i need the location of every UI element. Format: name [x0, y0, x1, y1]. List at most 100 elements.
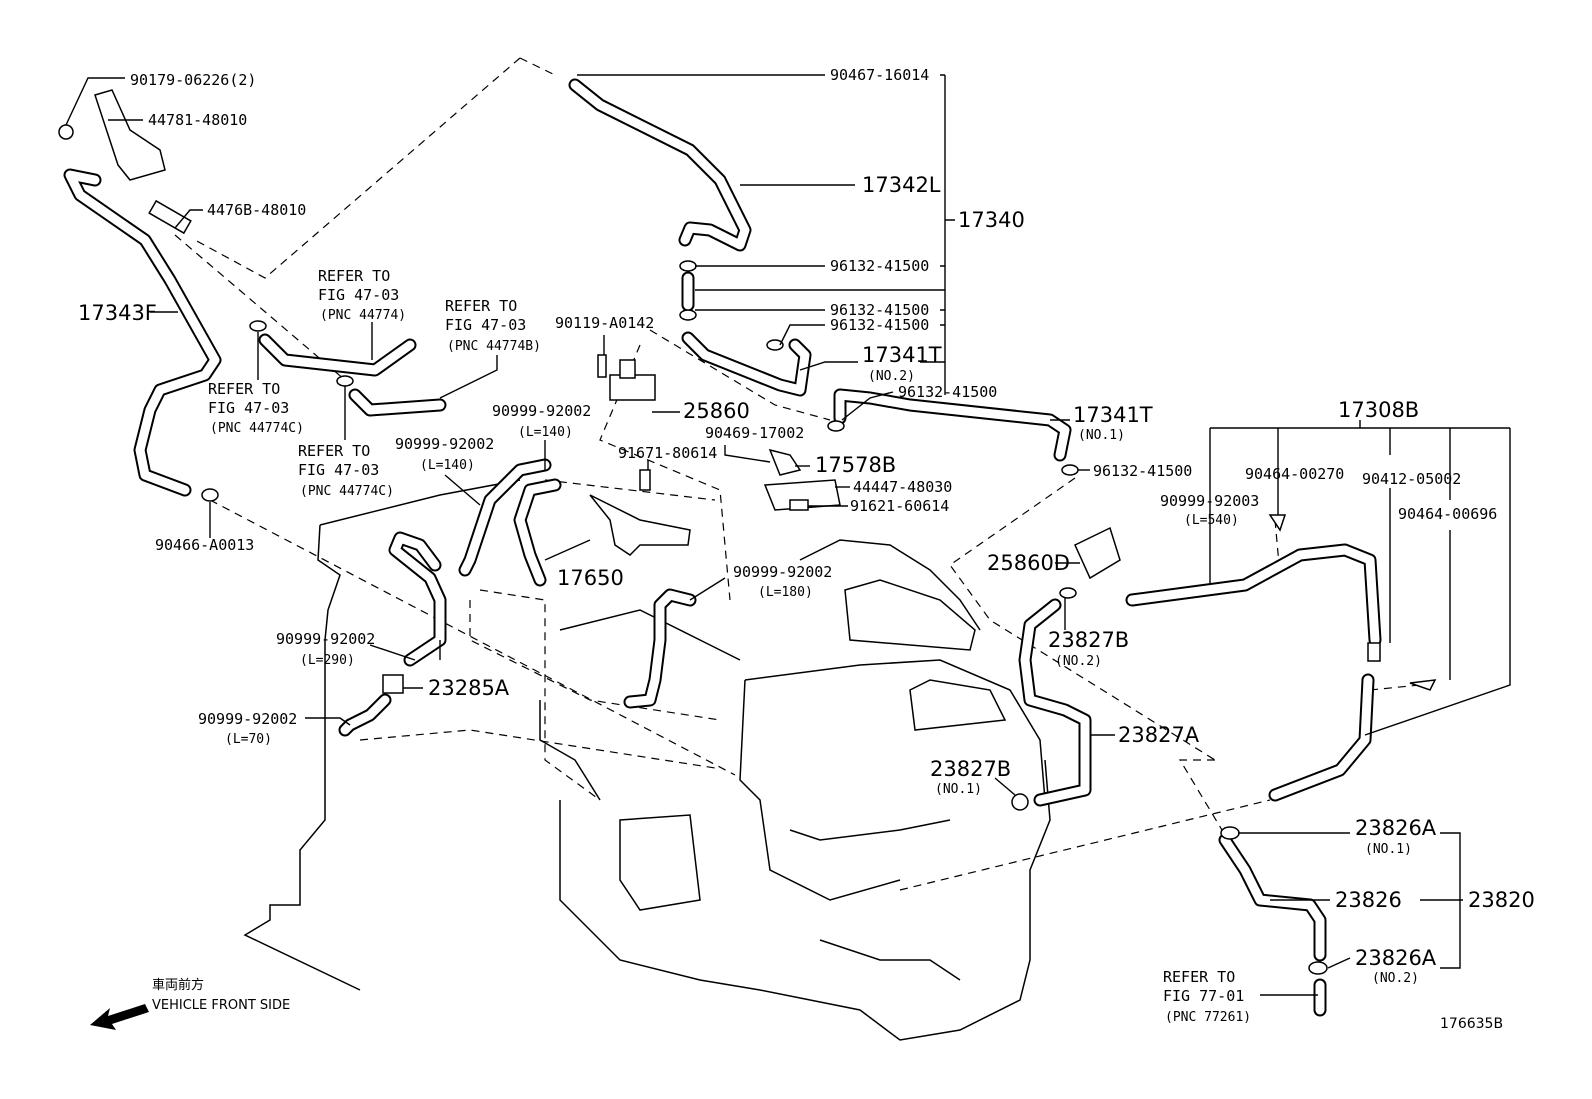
ref-5-line1: REFER TO [1163, 968, 1235, 986]
hose-23827A-inner [1020, 600, 1090, 805]
clamp-90466 [201, 488, 219, 502]
label-90412-05002: 90412-05002 [1362, 470, 1461, 488]
small-parts [58, 89, 1437, 975]
label-17650: 17650 [557, 566, 624, 590]
clamp-23826A-no1 [1220, 826, 1240, 840]
clamp-96132 [679, 260, 697, 272]
hose-23826-inner [1220, 835, 1325, 960]
connector-90412 [1367, 642, 1381, 662]
vsv-25860D [1074, 526, 1121, 580]
label-23826A-no1: 23826A [1355, 816, 1437, 840]
vehicle-front-arrow-icon [90, 1004, 149, 1030]
label-17578B: 17578B [815, 453, 896, 477]
label-length: (L=290) [300, 653, 355, 668]
bolt-91621 [789, 499, 809, 511]
ref-1-line2: FIG 47-03 [318, 286, 399, 304]
clamp-96132 [1061, 464, 1079, 476]
ref-1-line3: (PNC 44774) [320, 308, 406, 323]
hose-44774-inner [260, 335, 415, 375]
label-length: (L=70) [225, 732, 272, 747]
hose-L140-a-inner [460, 460, 550, 575]
label-17341T-no2: 17341T [862, 343, 942, 367]
label-4476B-48010: 4476B-48010 [207, 201, 306, 219]
label-23826A-no2-note: (NO.2) [1372, 971, 1419, 986]
label-90999-92002: 90999-92002 [198, 710, 297, 728]
label-17340: 17340 [958, 208, 1025, 232]
label-17341T-no1-note: (NO.1) [1078, 428, 1125, 443]
label-23827B-no1-note: (NO.1) [935, 782, 982, 797]
figure-id: 176635B [1440, 1016, 1503, 1032]
hose-L140-b-inner [515, 480, 560, 585]
clamp-23827B-no2 [1059, 587, 1077, 599]
vsv-25860 [609, 374, 656, 401]
ref-5-line2: FIG 77-01 [1163, 987, 1244, 1005]
leader-lines [65, 74, 1511, 996]
label-25860: 25860 [683, 399, 750, 423]
hose-L540-inner [1127, 545, 1380, 645]
bracket-17650 [589, 494, 691, 556]
ref-2-line1: REFER TO [445, 297, 517, 315]
label-91621-60614: 91621-60614 [850, 497, 949, 515]
ref-4-line3: (PNC 44774C) [300, 484, 394, 499]
hose-17342L-inner [570, 80, 750, 250]
label-23826A-no2: 23826A [1355, 946, 1437, 970]
label-96132-41500: 96132-41500 [830, 301, 929, 319]
label-length: (L=140) [420, 458, 475, 473]
ref-3-line1: REFER TO [208, 380, 280, 398]
label-96132-41500: 96132-41500 [830, 257, 929, 275]
hoses [63, 78, 1382, 1017]
label-23827A: 23827A [1118, 723, 1200, 747]
label-23827B-no1: 23827B [930, 757, 1011, 781]
label-91671-80614: 91671-80614 [618, 444, 717, 462]
clamp-23826A-no2 [1308, 961, 1328, 975]
part-labels: 90179-06226(2) 44781-48010 4476B-48010 1… [78, 66, 1535, 1032]
label-90464-00270: 90464-00270 [1245, 465, 1344, 483]
label-90467-16014: 90467-16014 [830, 66, 929, 84]
clamp-23827B-no1 [1011, 793, 1029, 811]
label-23827B-no2-note: (NO.2) [1055, 654, 1102, 669]
label-44781-48010: 44781-48010 [148, 111, 247, 129]
label-23820: 23820 [1468, 888, 1535, 912]
vehicle-front-en: VEHICLE FRONT SIDE [152, 998, 290, 1013]
ref-4-line2: FIG 47-03 [298, 461, 379, 479]
vehicle-front-jp: 車両前方 [152, 977, 204, 993]
clamp-96132 [827, 420, 845, 432]
label-length: (L=540) [1184, 513, 1239, 528]
guide-lines [174, 57, 1421, 891]
clip-90179 [58, 124, 74, 140]
hose-L70-inner [340, 695, 390, 735]
filter-23285A [382, 674, 404, 694]
label-90179-06226: 90179-06226(2) [130, 71, 256, 89]
clamp [249, 320, 267, 332]
label-23285A: 23285A [428, 676, 510, 700]
ref-4-line1: REFER TO [298, 442, 370, 460]
label-90119-A0142: 90119-A0142 [555, 314, 654, 332]
label-90464-00696: 90464-00696 [1398, 505, 1497, 523]
label-44447-48030: 44447-48030 [853, 478, 952, 496]
label-96132-41500: 96132-41500 [1093, 462, 1192, 480]
clamp [336, 375, 354, 387]
label-96132-41500: 96132-41500 [830, 316, 929, 334]
label-17308B: 17308B [1338, 398, 1419, 422]
label-90999-92002: 90999-92002 [492, 402, 591, 420]
clip-90464-00270 [1268, 514, 1287, 532]
ref-3-line3: (PNC 44774C) [210, 421, 304, 436]
ref-3-line2: FIG 47-03 [208, 399, 289, 417]
hose-17308B-lower-inner [1270, 675, 1373, 800]
label-23827B-no2: 23827B [1048, 628, 1129, 652]
label-90469-17002: 90469-17002 [705, 424, 804, 442]
check-valve-4476B [148, 199, 192, 235]
hose-17341T-no2-inner [683, 333, 810, 395]
label-length: (L=180) [758, 585, 813, 600]
hose-L180-inner [625, 590, 695, 707]
clamp-96132 [766, 339, 784, 351]
clamp-96132 [679, 309, 697, 321]
label-25860D: 25860D [987, 551, 1070, 575]
label-17341T-no1: 17341T [1073, 403, 1153, 427]
bracket-44781 [94, 89, 166, 181]
label-90999-92002: 90999-92002 [395, 435, 494, 453]
label-90466-A0013: 90466-A0013 [155, 536, 254, 554]
bolt-91671 [639, 469, 651, 491]
bolt-90119 [597, 354, 607, 378]
